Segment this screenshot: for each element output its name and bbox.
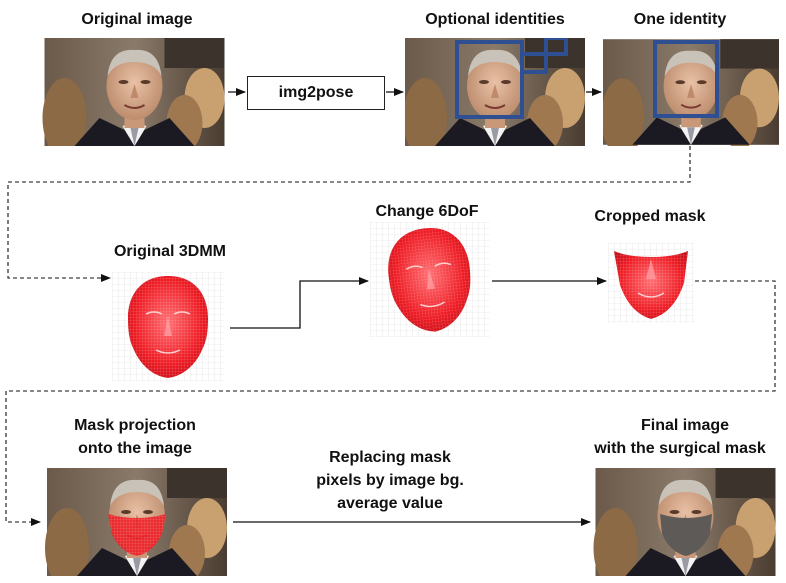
label-final-image-1: Final image	[640, 417, 730, 434]
final-image-photo	[592, 468, 777, 576]
label-change-6dof: Change 6DoF	[375, 203, 479, 220]
optional-identities-photo	[405, 38, 585, 146]
label-optional-identities: Optional identities	[425, 11, 565, 28]
dashed-one-identity-to-3dmm	[7, 146, 691, 282]
cropped-mask-mesh	[608, 243, 694, 323]
img2pose-box: img2pose	[247, 76, 385, 110]
arrow-3dmm-to-6dof	[230, 277, 369, 329]
label-final-image-2: with the surgical mask	[594, 440, 766, 457]
label-one-identity: One identity	[633, 11, 727, 28]
label-mask-projection-2: onto the image	[78, 440, 192, 457]
one-identity-photo	[603, 38, 779, 146]
label-original-3dmm: Original 3DMM	[113, 243, 226, 260]
label-replacing-3: average value	[337, 495, 443, 512]
label-replacing-1: Replacing mask	[329, 449, 451, 466]
label-cropped-mask: Cropped mask	[594, 208, 706, 225]
change-6dof-mesh	[370, 222, 490, 337]
mask-projection-photo	[43, 468, 229, 576]
dashed-cropped-to-projection	[5, 280, 776, 526]
label-original-image: Original image	[81, 11, 193, 28]
original-3dmm-mesh	[112, 272, 224, 382]
label-replacing-2: pixels by image bg.	[316, 472, 464, 489]
label-mask-projection-1: Mask projection	[74, 417, 196, 434]
